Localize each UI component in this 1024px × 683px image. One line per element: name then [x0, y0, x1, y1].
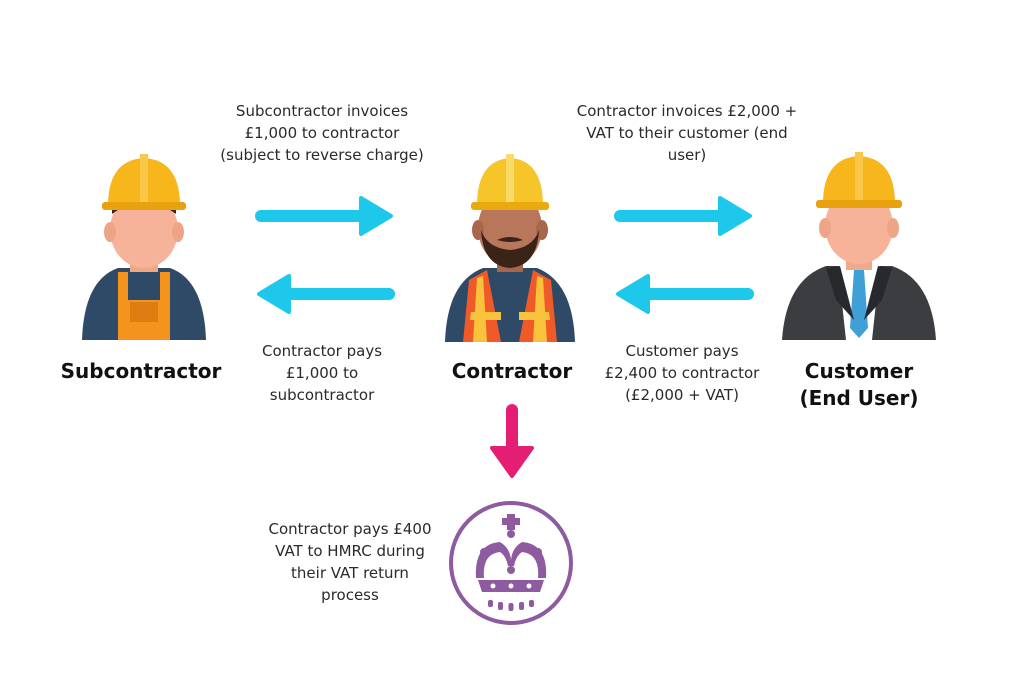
note-contractor-pays-subcontractor: Contractor pays £1,000 to subcontractor — [261, 342, 383, 404]
arrow-right-sub-to-contractor — [255, 196, 393, 236]
label-contractor: Contractor — [451, 359, 573, 383]
subcontractor-icon — [82, 154, 206, 340]
note-vat-to-hmrc: Contractor pays £400 VAT to HMRC during … — [268, 520, 432, 604]
customer-icon — [782, 152, 936, 340]
arrow-down-contractor-to-hmrc — [490, 404, 534, 478]
arrow-left-contractor-to-sub — [257, 274, 395, 314]
contractor-icon — [445, 154, 575, 342]
arrow-left-customer-to-contractor — [616, 274, 754, 314]
label-subcontractor: Subcontractor — [60, 359, 222, 383]
note-customer-pays-contractor: Customer pays £2,400 to contractor (£2,0… — [604, 342, 760, 404]
note-contractor-invoices-customer: Contractor invoices £2,000 + VAT to thei… — [576, 102, 798, 164]
arrow-right-contractor-to-customer — [614, 196, 752, 236]
note-subcontractor-invoices: Subcontractor invoices £1,000 to contrac… — [220, 102, 424, 164]
crown-emblem-icon — [449, 501, 573, 625]
label-customer: Customer (End User) — [799, 359, 919, 410]
